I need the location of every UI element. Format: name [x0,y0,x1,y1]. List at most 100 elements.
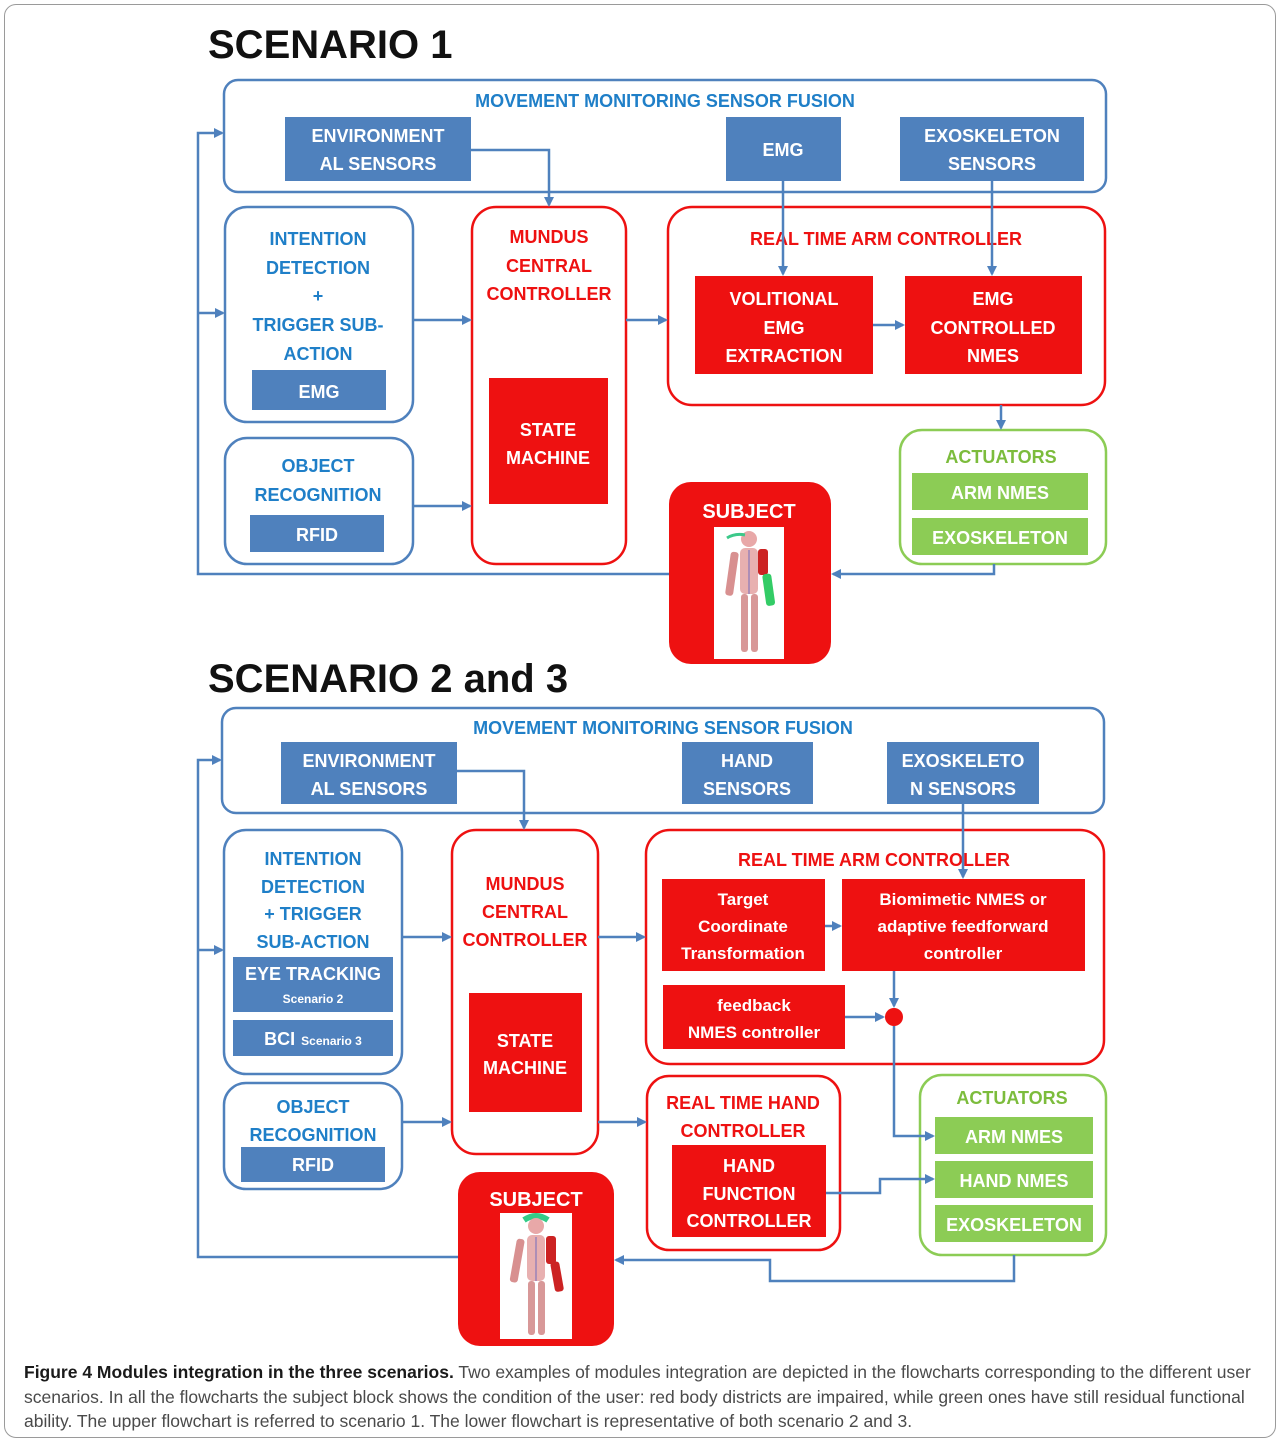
s2-biomimetic-line1: Biomimetic NMES or [879,890,1047,909]
s1-intention-line4: TRIGGER SUB- [252,315,383,335]
s2-exoskeleton-sensors [887,742,1039,804]
s1-intention-line2: DETECTION [266,258,370,278]
s1-emg-sensor-label: EMG [762,140,803,160]
s1-exoskeleton-label: EXOSKELETON [932,528,1068,548]
s2-rt-arm-label: REAL TIME ARM CONTROLLER [738,850,1010,870]
s2-rfid [241,1147,385,1182]
s2-body-figure-icon [500,1213,572,1339]
s2-environmental-sensors [281,742,457,804]
s1-mundus-line1: MUNDUS [510,227,589,247]
s2-biomimetic-line3: controller [924,944,1003,963]
s1-connectors [196,128,1006,579]
s1-actuators-box [898,428,1108,566]
s2-intention-line3: + TRIGGER [264,904,362,924]
s2-state-line1: STATE [497,1031,553,1051]
s1-state-machine [489,378,608,504]
s2-hand-fn-line1: HAND [723,1156,775,1176]
s1-actuators-label: ACTUATORS [945,447,1056,467]
s1-exo-line1: EXOSKELETON [924,126,1060,146]
s2-hand-fn-line2: FUNCTION [703,1184,796,1204]
s2-state-line2: MACHINE [483,1058,567,1078]
s2-target-line1: Target [718,890,769,909]
s2-exoskeleton [935,1205,1093,1242]
s1-mundus-controller-box [470,205,628,566]
s1-volitional-line1: VOLITIONAL [730,289,839,309]
s1-intention-line5: ACTION [284,344,353,364]
s1-title: SCENARIO 1 [208,23,453,67]
s2-exoskeleton-label: EXOSKELETON [946,1215,1082,1235]
s1-env-line2: AL SENSORS [320,154,437,174]
s1-environmental-sensors [285,117,471,181]
s2-feedback-line1: feedback [717,996,791,1015]
s2-biomimetic-line2: adaptive feedforward [878,917,1049,936]
s2-feedback-line2: NMES controller [688,1023,821,1042]
s1-intention-emg [252,370,386,410]
s2-target-coordinate [662,879,825,971]
s1-object-line2: RECOGNITION [254,485,381,505]
s1-exoskeleton-sensors [900,117,1084,181]
caption-text: Two examples of modules integration are … [24,1362,1251,1431]
s2-target-line2: Coordinate [698,917,788,936]
s2-env-line2: AL SENSORS [311,779,428,799]
s2-hand-function-controller [672,1145,826,1237]
s2-sensor-fusion-box [220,706,1106,815]
s2-intention-box [222,828,404,1076]
s2-target-line3: Transformation [681,944,805,963]
s1-volitional-line3: EXTRACTION [726,346,843,366]
s1-env-line1: ENVIRONMENT [311,126,444,146]
s2-mundus-line1: MUNDUS [486,874,565,894]
s2-hand-nmes [935,1161,1093,1198]
s2-hand-line2: SENSORS [703,779,791,799]
s1-state-line2: MACHINE [506,448,590,468]
s2-env-line1: ENVIRONMENT [302,751,435,771]
s1-emgctl-line2: CONTROLLED [931,318,1056,338]
s2-rt-hand-line1: REAL TIME HAND [666,1093,820,1113]
s2-intention-line4: SUB-ACTION [257,932,370,952]
s2-intention-line2: DETECTION [261,877,365,897]
s1-rfid [250,515,384,552]
s1-sensor-fusion-label: MOVEMENT MONITORING SENSOR FUSION [475,91,855,111]
s2-object-recognition-box [222,1081,404,1191]
s1-arm-nmes-label: ARM NMES [951,483,1049,503]
s2-summing-junction [885,1008,903,1026]
s2-object-line1: OBJECT [276,1097,349,1117]
modules-flowchart: SCENARIO 1 MOVEMENT MONITORING SENSOR FU… [196,23,1108,1346]
s2-eye-tracking-sub: Scenario 2 [283,992,344,1006]
s1-mundus-line2: CENTRAL [506,256,592,276]
s1-intention-line3: + [313,286,324,306]
figure-frame [4,4,1276,1438]
s2-hand-sensors [682,742,813,804]
s2-actuators-label: ACTUATORS [956,1088,1067,1108]
s2-mundus-line3: CONTROLLER [463,930,588,950]
s1-object-recognition-box [223,436,415,566]
s1-sensor-fusion-box [222,78,1108,194]
s1-exoskeleton [912,518,1088,555]
caption-title: Figure 4 Modules integration in the thre… [24,1362,454,1382]
s2-exo-line2: N SENSORS [910,779,1016,799]
s2-object-line2: RECOGNITION [249,1125,376,1145]
s1-mundus-line3: CONTROLLER [487,284,612,304]
s1-emgctl-line3: NMES [967,346,1019,366]
s2-title: SCENARIO 2 and 3 [208,657,568,701]
s2-arm-nmes-label: ARM NMES [965,1127,1063,1147]
s1-exo-line2: SENSORS [948,154,1036,174]
s1-rt-arm-label: REAL TIME ARM CONTROLLER [750,229,1022,249]
s1-emg-sensor [726,117,841,181]
s1-subject-label: SUBJECT [702,501,795,523]
s2-hand-line1: HAND [721,751,773,771]
s1-rfid-label: RFID [296,525,338,545]
s2-intention-line1: INTENTION [265,849,362,869]
s2-rt-hand-controller-box [645,1074,842,1252]
s2-rt-hand-line2: CONTROLLER [681,1121,806,1141]
s1-volitional-emg [695,276,873,374]
s2-sensor-fusion-label: MOVEMENT MONITORING SENSOR FUSION [473,718,853,738]
s2-biomimetic-nmes [842,879,1085,971]
s2-feedback-nmes [663,985,845,1049]
s1-arm-nmes [912,473,1088,510]
s1-body-figure-icon [714,527,784,659]
s2-hand-nmes-label: HAND NMES [959,1171,1068,1191]
s1-emgctl-line1: EMG [972,289,1013,309]
s2-eye-tracking [233,957,393,1012]
s1-state-line1: STATE [520,420,576,440]
